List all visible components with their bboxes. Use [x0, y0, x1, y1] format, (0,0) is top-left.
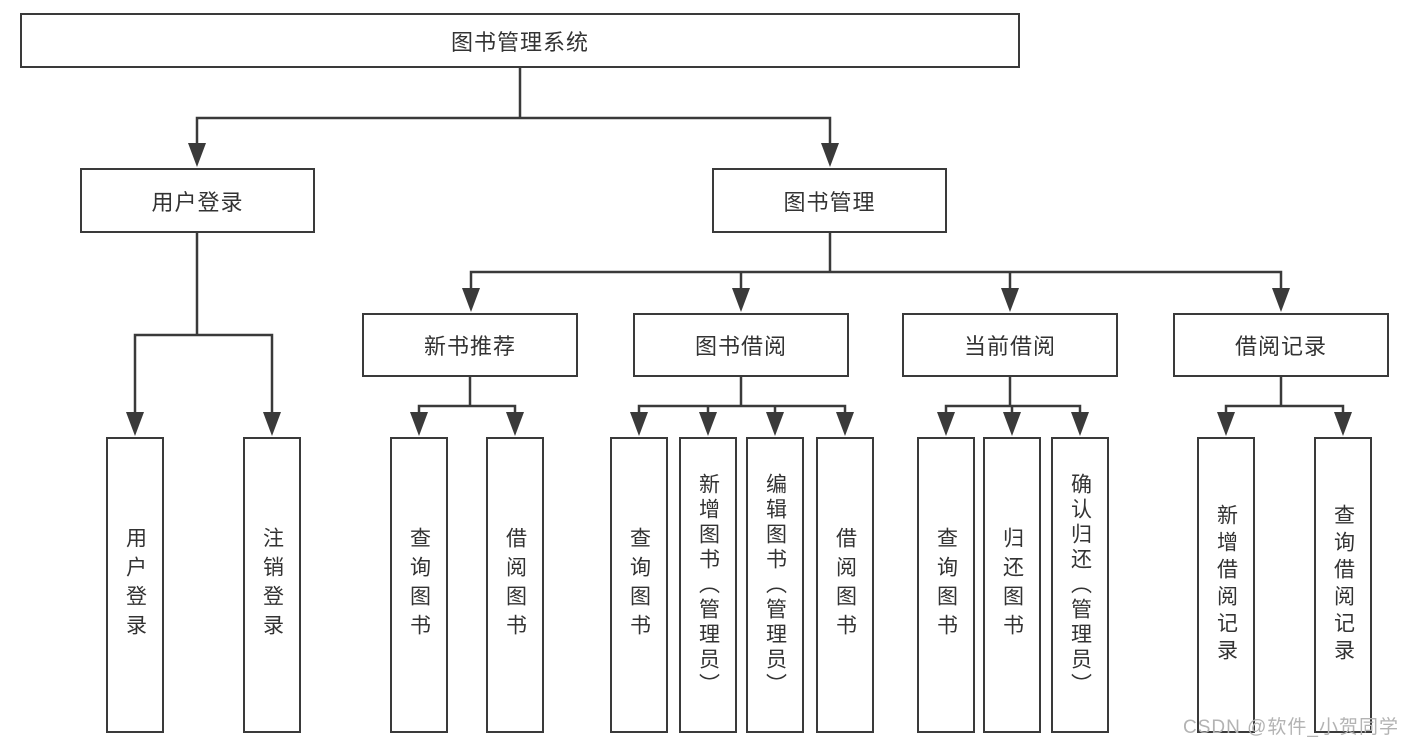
- arrowhead-icon: [462, 288, 480, 312]
- connector-current-borrow-to-leaves: [944, 377, 1082, 414]
- arrowhead-icon: [766, 412, 784, 436]
- leaf-query-books-1: 查询图书: [390, 437, 448, 733]
- connector-book-borrow-to-leaves: [637, 377, 847, 414]
- leaf-query-books-2: 查询图书: [610, 437, 668, 733]
- arrowhead-icon: [1071, 412, 1089, 436]
- node-label: 用户登录: [151, 189, 244, 215]
- node-label: 编辑图书（管理员）: [763, 472, 787, 698]
- node-label: 图书借阅: [694, 334, 787, 359]
- connector-book-management-to-level3: [469, 233, 1283, 290]
- node-book-borrow: 图书借阅: [633, 313, 849, 377]
- arrowhead-icon: [1217, 412, 1235, 436]
- leaf-add-book-admin: 新增图书（管理员）: [679, 437, 737, 733]
- node-label: 借阅图书: [503, 527, 527, 643]
- node-new-book-recommend: 新书推荐: [362, 313, 578, 377]
- node-book-management: 图书管理: [712, 168, 947, 233]
- arrowhead-icon: [732, 288, 750, 312]
- node-label: 查询图书: [934, 527, 958, 643]
- node-root: 图书管理系统: [20, 13, 1020, 68]
- node-label: 图书管理: [783, 189, 876, 215]
- node-label: 归还图书: [1000, 527, 1024, 643]
- leaf-add-borrow-record: 新增借阅记录: [1197, 437, 1255, 733]
- leaf-borrow-books-1: 借阅图书: [486, 437, 544, 733]
- leaf-user-login: 用户登录: [106, 437, 164, 733]
- node-label: 新增图书（管理员）: [696, 472, 720, 698]
- node-borrow-records: 借阅记录: [1173, 313, 1389, 377]
- arrowhead-icon: [263, 412, 281, 436]
- leaf-confirm-return-admin: 确认归还（管理员）: [1051, 437, 1109, 733]
- arrowhead-icon: [836, 412, 854, 436]
- connector-root-to-level2: [195, 68, 832, 145]
- leaf-borrow-books-2: 借阅图书: [816, 437, 874, 733]
- arrowhead-icon: [937, 412, 955, 436]
- node-label: 新增借阅记录: [1214, 504, 1238, 666]
- node-label: 新书推荐: [423, 334, 516, 359]
- arrowhead-icon: [410, 412, 428, 436]
- node-label: 借阅记录: [1234, 334, 1327, 359]
- connector-new-book-to-leaves: [417, 377, 517, 414]
- node-user-login: 用户登录: [80, 168, 315, 233]
- connector-user-login-to-leaves: [133, 233, 274, 414]
- leaf-return-books: 归还图书: [983, 437, 1041, 733]
- arrowhead-icon: [506, 412, 524, 436]
- node-label: 注销登录: [260, 527, 284, 643]
- node-label: 用户登录: [123, 527, 147, 643]
- leaf-edit-book-admin: 编辑图书（管理员）: [746, 437, 804, 733]
- leaf-query-borrow-record: 查询借阅记录: [1314, 437, 1372, 733]
- connector-borrow-records-to-leaves: [1224, 377, 1345, 414]
- arrowhead-icon: [1001, 288, 1019, 312]
- arrowhead-icon: [126, 412, 144, 436]
- leaf-logout: 注销登录: [243, 437, 301, 733]
- arrowhead-icon: [699, 412, 717, 436]
- arrowhead-icon: [1003, 412, 1021, 436]
- node-label: 图书管理系统: [450, 29, 589, 55]
- arrowhead-icon: [1334, 412, 1352, 436]
- arrowhead-icon: [821, 143, 839, 167]
- arrowhead-icon: [188, 143, 206, 167]
- csdn-watermark: CSDN @软件_小贺同学: [1183, 717, 1399, 738]
- node-label: 查询图书: [407, 527, 431, 643]
- leaf-query-books-3: 查询图书: [917, 437, 975, 733]
- node-current-borrow: 当前借阅: [902, 313, 1118, 377]
- node-label: 查询借阅记录: [1331, 504, 1355, 666]
- node-label: 借阅图书: [833, 527, 857, 643]
- arrowhead-icon: [630, 412, 648, 436]
- arrowhead-icon: [1272, 288, 1290, 312]
- node-label: 当前借阅: [963, 334, 1056, 359]
- node-label: 查询图书: [627, 527, 651, 643]
- node-label: 确认归还（管理员）: [1068, 472, 1092, 698]
